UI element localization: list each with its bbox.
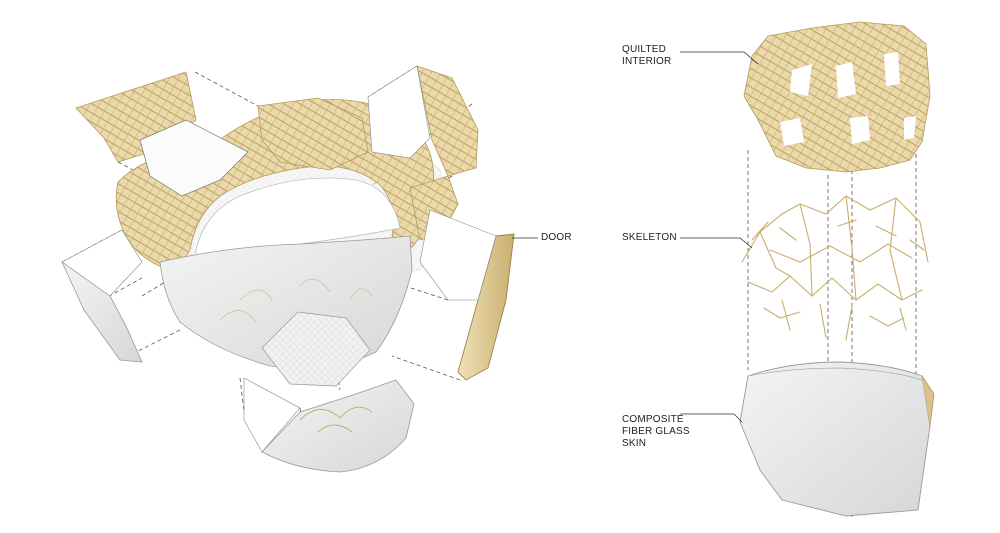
quilted-panel-top-right bbox=[416, 65, 479, 177]
door-shell-prism bbox=[419, 209, 497, 301]
composite-skin-label: COMPOSITE FIBER GLASS SKIN bbox=[622, 414, 690, 449]
quilted-interior-label: QUILTED INTERIOR bbox=[622, 44, 672, 67]
bottom-shell-prism bbox=[243, 377, 301, 453]
projection-lines-right bbox=[747, 140, 917, 520]
composite-skin-rim bbox=[747, 367, 923, 381]
composite-skin-edge bbox=[921, 375, 935, 427]
skeleton-label: SKELETON bbox=[622, 232, 677, 243]
right-layer-stack bbox=[739, 21, 935, 520]
quilted-interior-gaps bbox=[780, 52, 916, 146]
skeleton-leader bbox=[680, 237, 753, 249]
skin-leader bbox=[680, 413, 743, 423]
leader-lines bbox=[512, 51, 759, 423]
shell-panel-bottom bbox=[261, 379, 415, 473]
door-panel bbox=[457, 233, 515, 381]
shell-prism-top-right bbox=[367, 65, 431, 159]
shell-prism-top-left bbox=[139, 119, 249, 197]
quilted-interior-layer bbox=[743, 21, 931, 173]
bottom-mesh-panel bbox=[261, 311, 371, 387]
shell-prism-left bbox=[61, 229, 143, 297]
door-label: DOOR bbox=[541, 232, 572, 243]
bottom-fiber-traces bbox=[299, 406, 373, 433]
quilted-panel-top-center bbox=[257, 97, 369, 171]
left-exploded-assembly bbox=[61, 65, 515, 473]
skeleton-layer bbox=[741, 195, 929, 341]
quilted-leader bbox=[680, 51, 759, 65]
shell-fiber-traces bbox=[219, 278, 373, 323]
composite-skin-layer bbox=[739, 361, 931, 517]
